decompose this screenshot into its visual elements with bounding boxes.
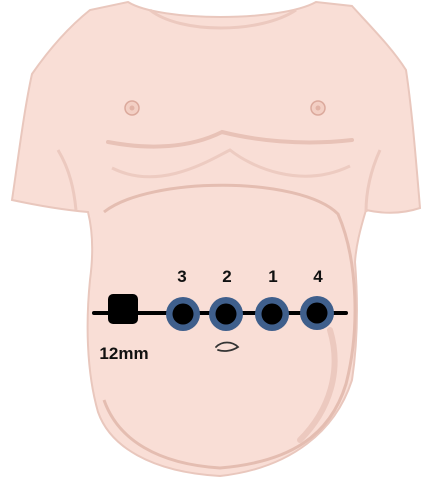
- port-2-marker: [209, 297, 243, 331]
- torso-illustration: [12, 2, 420, 476]
- port-3-label: 3: [177, 267, 186, 286]
- torso-body: [12, 2, 420, 476]
- port-2-label: 2: [222, 267, 231, 286]
- trocar-12mm-marker: [108, 294, 138, 324]
- trocar-size-label: 12mm: [99, 344, 148, 363]
- port-4-label: 4: [313, 267, 323, 286]
- port-1-marker: [255, 297, 289, 331]
- port-1-label: 1: [268, 267, 277, 286]
- left-nipple-icon: [125, 101, 139, 115]
- port-3-marker: [166, 297, 200, 331]
- port-4-marker: [300, 296, 334, 330]
- right-nipple-icon: [311, 101, 325, 115]
